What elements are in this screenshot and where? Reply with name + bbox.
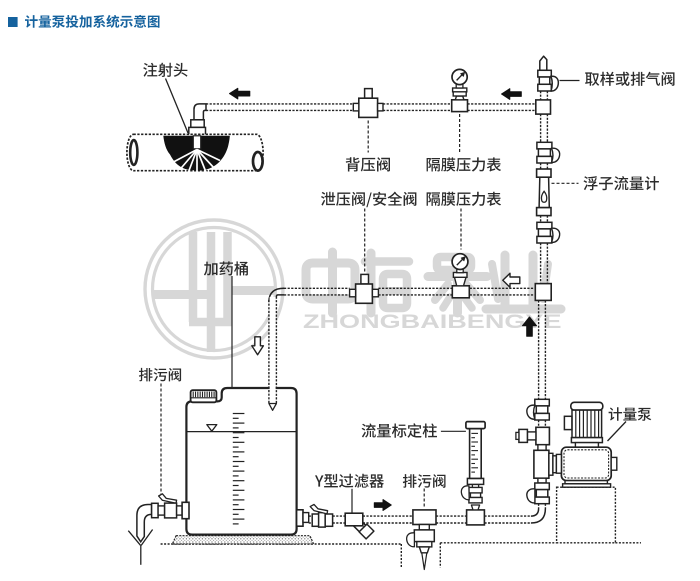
svg-text:ZHONGBAIBENGYE: ZHONGBAIBENGYE xyxy=(303,311,562,333)
